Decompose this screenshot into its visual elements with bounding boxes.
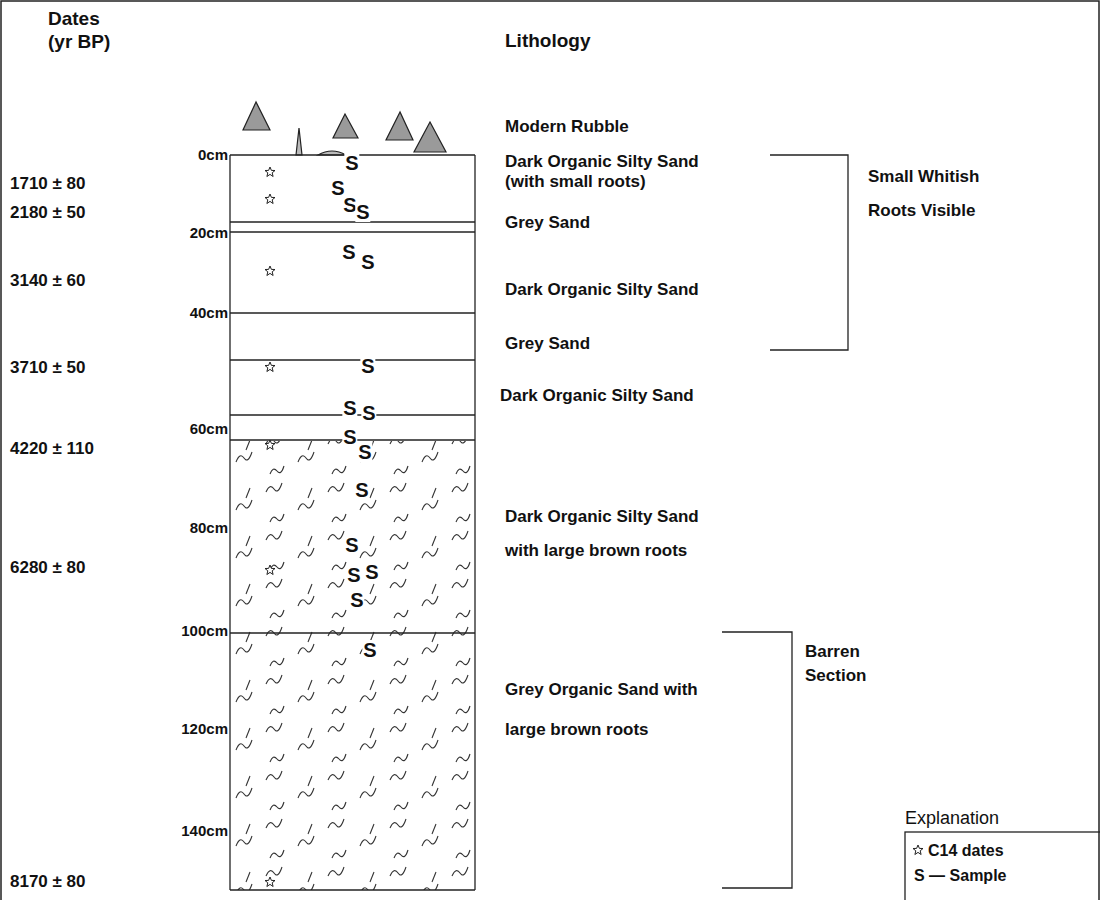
strat-column [230, 155, 475, 890]
root-pattern [231, 441, 474, 890]
depth-label: 80cm [140, 519, 228, 537]
heading-label: Dates (yr BP) [48, 8, 128, 54]
bracket-label: Small Whitish Roots Visible [868, 160, 1008, 228]
date-label: 4220 ± 110 [10, 439, 94, 459]
sample-marker: S [344, 535, 359, 555]
depth-label: 120cm [140, 720, 228, 738]
sample-marker: S [349, 590, 364, 610]
date-label: 6280 ± 80 [10, 558, 86, 578]
legend-text: C14 dates [928, 841, 1004, 860]
lith-label: Modern Rubble [505, 117, 629, 137]
depth-label: 0cm [140, 146, 228, 164]
lith-label: Dark Organic Silty Sand [505, 280, 699, 300]
depth-label: 60cm [140, 420, 228, 438]
lith-label: Dark Organic Silty Sand (with small root… [505, 152, 730, 193]
sample-marker: S [364, 562, 379, 582]
depth-label: 40cm [140, 304, 228, 322]
legend-text: S — Sample [914, 866, 1006, 885]
lith-label: Grey Sand [505, 334, 590, 354]
sample-marker: S [362, 640, 377, 660]
sample-marker: S [341, 242, 356, 262]
sample-marker: S [357, 442, 372, 462]
legend-star [913, 845, 923, 855]
depth-label: 140cm [140, 822, 228, 840]
lith-label: Dark Organic Silty Sand with large brown… [505, 500, 737, 568]
date-label: 8170 ± 80 [10, 872, 86, 892]
heading-label: Lithology [505, 30, 590, 53]
sample-marker: S [361, 403, 376, 423]
sample-marker: S [342, 398, 357, 418]
lith-label: Dark Organic Silty Sand [500, 386, 694, 406]
rubble-symbols [243, 102, 446, 155]
sample-marker: S [354, 480, 369, 500]
lith-label: Grey Sand [505, 213, 590, 233]
date-label: 3710 ± 50 [10, 358, 86, 378]
depth-label: 20cm [140, 224, 228, 242]
date-label: 3140 ± 60 [10, 271, 86, 291]
explain-label: Explanation [905, 808, 999, 830]
sample-marker: S [344, 153, 359, 173]
sample-marker: S [346, 565, 361, 585]
brackets [722, 155, 848, 888]
sample-marker: S [360, 356, 375, 376]
date-label: 2180 ± 50 [10, 203, 86, 223]
date-label: 1710 ± 80 [10, 174, 86, 194]
lith-label: Grey Organic Sand with large brown roots [505, 670, 737, 750]
sample-marker: S [360, 252, 375, 272]
depth-label: 100cm [140, 622, 228, 640]
sample-marker: S [355, 202, 370, 222]
sample-marker: S [342, 427, 357, 447]
c14-stars [265, 167, 275, 887]
bracket-label: Barren Section [805, 640, 895, 688]
legend-box [905, 832, 1100, 900]
